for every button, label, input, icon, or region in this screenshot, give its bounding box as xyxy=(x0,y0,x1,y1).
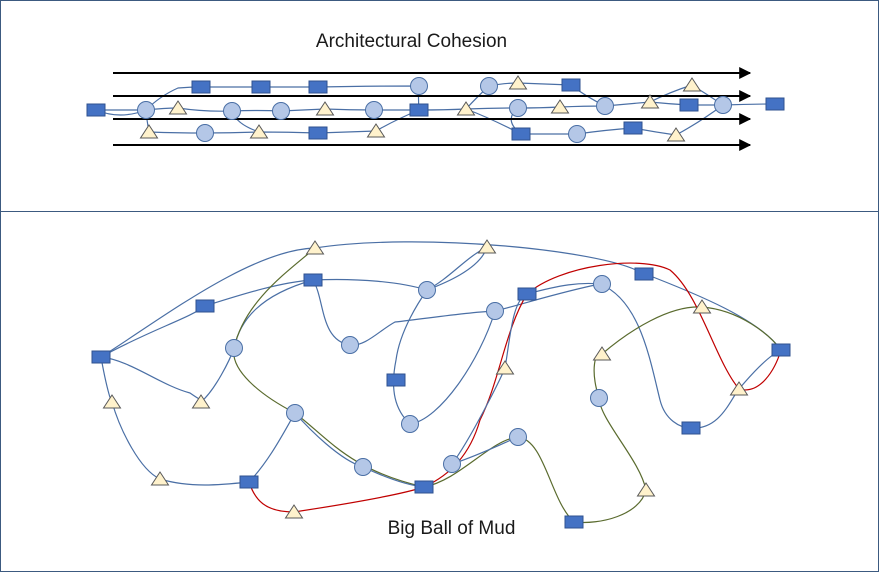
cohesion-square-node-icon-17 xyxy=(251,80,271,94)
mud-olive-link-0 xyxy=(233,247,782,524)
mud-square-node-icon-28 xyxy=(634,267,654,281)
cohesion-square-node-icon-31 xyxy=(623,121,643,135)
mud-circle-node-icon-22 xyxy=(509,428,527,446)
mud-link-3 xyxy=(312,279,601,346)
mud-triangle-node-icon-14 xyxy=(477,239,497,254)
mud-link-4 xyxy=(100,356,296,486)
mud-link-1 xyxy=(100,305,206,358)
mud-circle-node-icon-20 xyxy=(443,455,461,473)
mud-triangle-node-icon-30 xyxy=(729,381,749,396)
mud-triangle-node-icon-2 xyxy=(150,471,170,486)
cohesion-square-node-icon-16 xyxy=(191,80,211,94)
mud-triangle-node-icon-24 xyxy=(636,482,656,497)
mud-circle-node-icon-13 xyxy=(418,281,436,299)
mud-square-node-icon-0 xyxy=(91,350,111,364)
cohesion-triangle-node-icon-28 xyxy=(366,123,386,138)
mud-extra-link-2 xyxy=(451,436,519,465)
cohesion-triangle-node-icon-10 xyxy=(550,99,570,114)
mud-circle-node-icon-9 xyxy=(354,458,372,476)
mud-link-0 xyxy=(100,241,782,358)
cohesion-triangle-node-icon-32 xyxy=(666,127,686,142)
mud-triangle-node-icon-19 xyxy=(495,360,515,375)
cohesion-circle-node-icon-14 xyxy=(714,96,732,114)
mud-link-8 xyxy=(599,283,782,429)
mud-triangle-node-icon-6 xyxy=(191,394,211,409)
cohesion-circle-node-icon-20 xyxy=(480,77,498,95)
mud-circle-node-icon-27 xyxy=(593,275,611,293)
panel-title-top: Architectural Cohesion xyxy=(1,31,878,53)
cohesion-circle-node-icon-30 xyxy=(568,125,586,143)
panel-title-text: Architectural Cohesion xyxy=(315,31,508,52)
mud-circle-node-icon-7 xyxy=(225,339,243,357)
mud-red-link-0 xyxy=(248,262,782,513)
cohesion-square-node-icon-0 xyxy=(86,103,106,117)
cohesion-square-node-icon-22 xyxy=(561,78,581,92)
mud-circle-node-icon-12 xyxy=(341,336,359,354)
cohesion-square-node-icon-15 xyxy=(765,97,785,111)
cohesion-circle-node-icon-6 xyxy=(365,101,383,119)
mud-square-node-icon-31 xyxy=(681,421,701,435)
cohesion-circle-node-icon-19 xyxy=(410,77,428,95)
mud-square-node-icon-11 xyxy=(303,273,323,287)
cohesion-triangle-node-icon-5 xyxy=(315,101,335,116)
panel-title-text: Big Ball of Mud xyxy=(387,518,516,539)
cohesion-triangle-node-icon-21 xyxy=(508,75,528,90)
cohesion-circle-node-icon-4 xyxy=(272,102,290,120)
cohesion-square-node-icon-18 xyxy=(308,80,328,94)
mud-square-node-icon-3 xyxy=(239,475,259,489)
cohesion-triangle-node-icon-8 xyxy=(456,101,476,116)
cohesion-triangle-node-icon-26 xyxy=(249,124,269,139)
mud-triangle-node-icon-26 xyxy=(592,346,612,361)
cohesion-triangle-node-icon-23 xyxy=(682,77,702,92)
cohesion-circle-node-icon-1 xyxy=(137,101,155,119)
mud-circle-node-icon-16 xyxy=(401,415,419,433)
cohesion-triangle-node-icon-12 xyxy=(640,94,660,109)
panel-title-bottom: Big Ball of Mud xyxy=(1,518,878,540)
mud-triangle-node-icon-1 xyxy=(102,394,122,409)
cohesion-square-node-icon-7 xyxy=(409,103,429,117)
mud-square-node-icon-18 xyxy=(517,287,537,301)
cohesion-square-node-icon-27 xyxy=(308,126,328,140)
mud-square-node-icon-5 xyxy=(195,299,215,313)
mud-link-6 xyxy=(393,246,496,425)
mud-circle-node-icon-17 xyxy=(486,302,504,320)
mud-square-node-icon-15 xyxy=(386,373,406,387)
mud-circle-node-icon-8 xyxy=(286,404,304,422)
cohesion-square-node-icon-13 xyxy=(679,98,699,112)
mud-link-2 xyxy=(204,246,488,307)
cohesion-triangle-node-icon-24 xyxy=(139,124,159,139)
cohesion-square-node-icon-29 xyxy=(511,127,531,141)
mud-circle-node-icon-25 xyxy=(590,389,608,407)
mud-triangle-node-icon-4 xyxy=(284,504,304,519)
mud-triangle-node-icon-10 xyxy=(305,240,325,255)
mud-square-node-icon-23 xyxy=(564,515,584,529)
cohesion-triangle-node-icon-2 xyxy=(168,100,188,115)
cohesion-circle-node-icon-9 xyxy=(509,99,527,117)
mud-square-node-icon-21 xyxy=(414,480,434,494)
mud-triangle-node-icon-29 xyxy=(692,299,712,314)
cohesion-circle-node-icon-3 xyxy=(223,102,241,120)
mud-square-node-icon-32 xyxy=(771,343,791,357)
cohesion-circle-node-icon-11 xyxy=(596,97,614,115)
cohesion-link-0 xyxy=(96,101,776,112)
cohesion-circle-node-icon-25 xyxy=(196,124,214,142)
